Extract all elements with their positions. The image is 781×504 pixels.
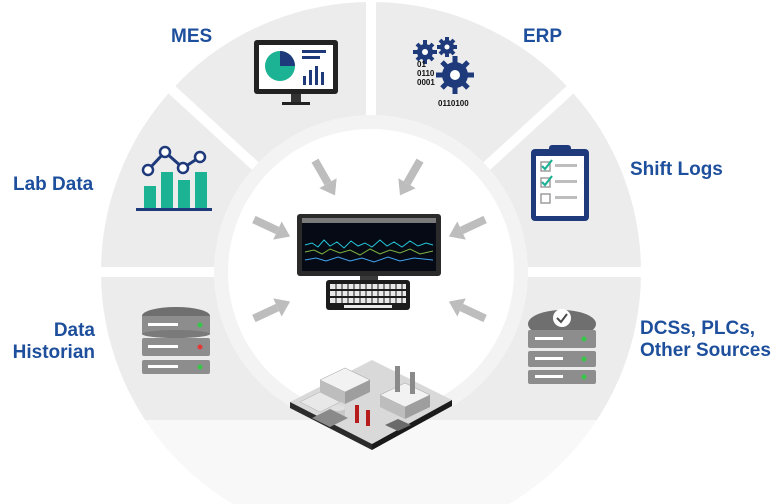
erp-binary-line-2: 0110 [417, 69, 435, 78]
arrow-from-dcs [448, 298, 487, 323]
lab-data-label: Lab Data [13, 174, 94, 195]
arrow-from-historian [252, 298, 291, 323]
dcs-label: DCSs, PLCs, Other Sources [640, 318, 771, 362]
gear-icon [413, 40, 437, 64]
dcs-label-line-2: Other Sources [640, 340, 771, 361]
dcs-label-line-1: DCSs, PLCs, [640, 318, 756, 339]
central-workstation [297, 214, 441, 310]
erp-gears-icon: 01 0110 0001 0110100 [413, 37, 474, 108]
arrow-from-lab-data [252, 215, 291, 240]
monitor-icon [297, 214, 441, 287]
mes-label: MES [171, 26, 213, 47]
shift-logs-label: Shift Logs [630, 159, 723, 180]
erp-binary-line-1: 01 [417, 60, 426, 69]
mes-monitor-icon [254, 40, 338, 105]
data-historian-label-line-2: Historian [12, 342, 95, 363]
keyboard-icon [326, 280, 410, 310]
gear-icon [436, 56, 474, 94]
historian-server-icon [142, 307, 210, 374]
arrow-from-erp [398, 158, 424, 196]
lab-data-chart-icon [136, 145, 212, 211]
arrow-from-mes [311, 158, 337, 196]
data-historian-label: Data Historian [7, 320, 95, 364]
industrial-plant-illustration [290, 360, 452, 450]
erp-binary-line-4: 0110100 [438, 99, 469, 108]
dcs-server-icon [528, 309, 596, 384]
data-historian-label-line-1: Data [53, 320, 95, 341]
shift-logs-clipboard-icon [531, 145, 589, 221]
gear-icon [437, 37, 457, 57]
inbound-arrows [252, 158, 487, 323]
erp-binary-line-3: 0001 [417, 78, 435, 87]
arrow-from-shift-logs [448, 215, 487, 240]
erp-label: ERP [523, 26, 563, 47]
